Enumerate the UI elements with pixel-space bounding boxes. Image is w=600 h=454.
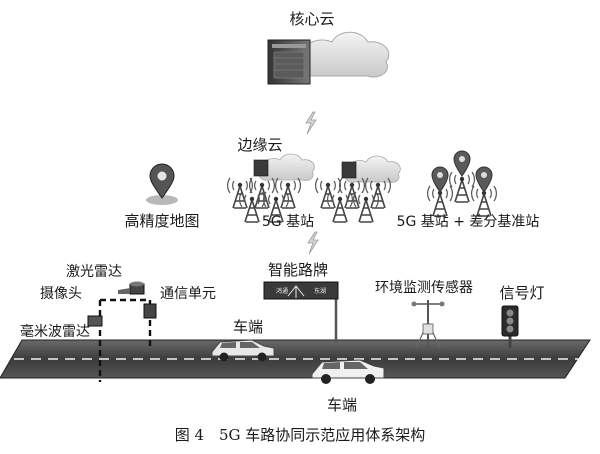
roadside-unit-pole [87,281,157,382]
base-station-label: 5G 基站 [262,213,314,230]
figure-caption: 图 4 5G 车路协同示范应用体系架构 [175,426,426,444]
core-cloud-label: 核心云 [289,10,334,28]
mmwave-radar-icon [87,315,103,327]
differential-base-station-label: 5G 基站 + 差分基准站 [397,213,540,230]
environmental-sensor-icon [411,300,445,349]
road [0,339,591,379]
hd-map-label: 高精度地图 [124,212,199,230]
sign-text-right: 东湖 [314,287,326,295]
smart-road-sign [263,281,339,342]
map-pin-icon [146,163,178,205]
wireless-link-icon [307,231,319,255]
suv-icon [311,359,385,384]
wireless-link-icon [305,111,317,135]
camera-icon [118,288,130,294]
car-icon [211,339,275,362]
mmwave-radar-label: 毫米波雷达 [20,323,90,340]
vehicle-end-label-1: 车端 [233,318,263,336]
smart-sign-label: 智能路牌 [268,261,328,279]
edge-cloud-icon [253,153,401,183]
camera-label: 摄像头 [40,286,82,302]
differential-base-station-icon [426,150,498,217]
traffic-light-label: 信号灯 [499,284,544,302]
env-sensor-label: 环境监测传感器 [375,279,473,296]
comm-unit-icon [143,303,157,319]
lidar-label: 激光雷达 [66,263,122,280]
core-cloud-icon [267,31,390,85]
sign-text-left: 鸿通 [276,287,288,295]
edge-cloud-label: 边缘云 [237,136,282,154]
vehicle-end-label-2: 车端 [327,396,357,414]
traffic-light-icon [501,305,519,348]
comm-unit-label: 通信单元 [160,286,216,302]
